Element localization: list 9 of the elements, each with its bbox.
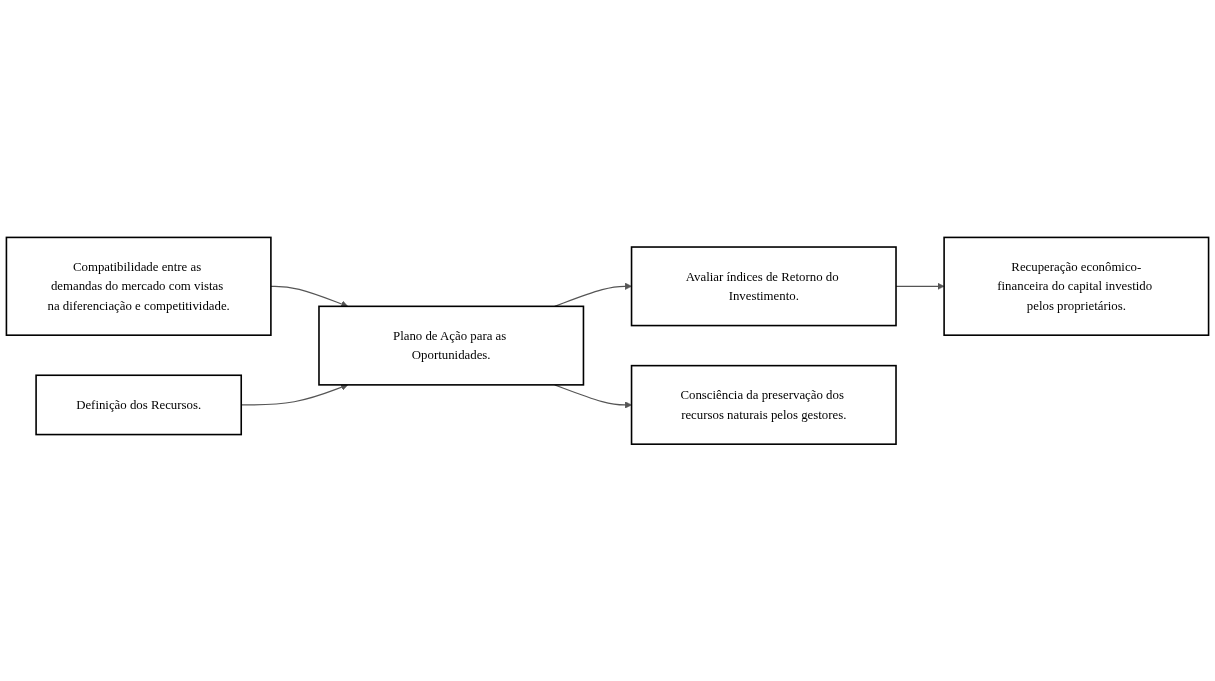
node-box: Definição dos Recursos. xyxy=(35,374,243,436)
node-box: Recuperação econômico-financeira do capital investido pelos proprietários. xyxy=(943,236,1210,336)
node-box: Consciência da preservação dos recursos naturais pelos gestores. xyxy=(630,364,897,445)
arrow xyxy=(554,383,632,409)
node-box: Avaliar índices de Retorno do Investimento. xyxy=(630,245,897,327)
arrow xyxy=(270,285,349,308)
node-box: Compatibilidade entre as demandas do mercado com vistas na diferenciação e competitividade. xyxy=(5,236,272,336)
node-box: Plano de Ação para as Oportunidades. xyxy=(318,305,585,386)
arrow xyxy=(554,282,632,307)
